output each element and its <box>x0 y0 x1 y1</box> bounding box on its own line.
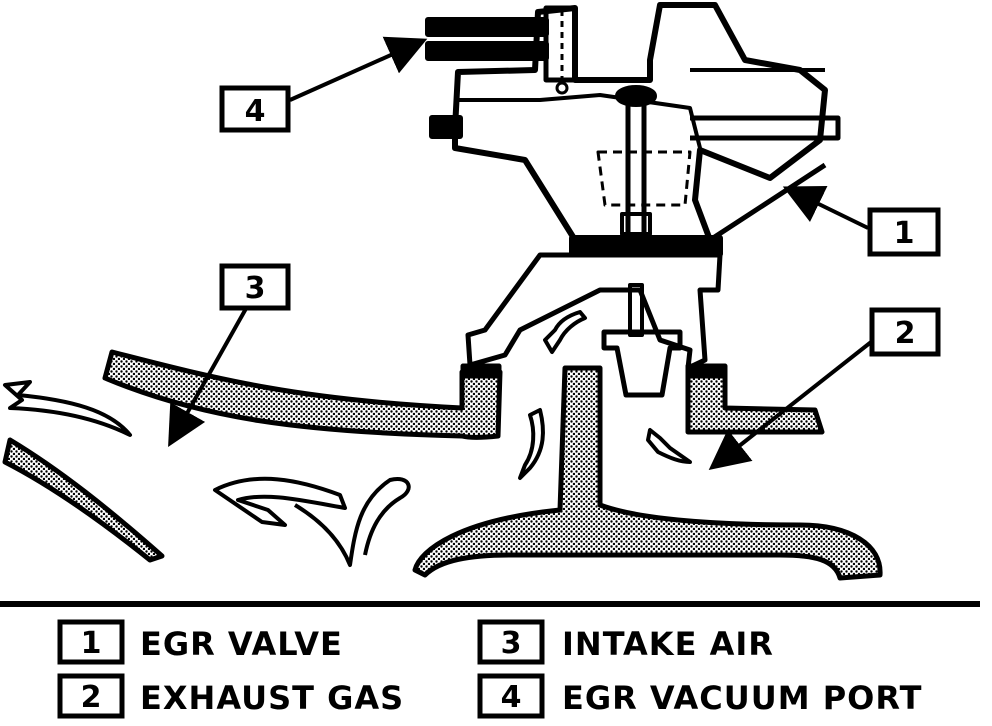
callout-box-4: 4 <box>219 85 291 133</box>
legend-text-1: EGR VALVE <box>140 625 343 663</box>
legend-item-3: 3 INTAKE AIR <box>477 619 774 665</box>
legend-num-1: 1 <box>81 626 102 661</box>
leader-3 <box>168 304 250 447</box>
egr-valve <box>425 2 841 398</box>
vacuum-port-tubes <box>425 5 578 95</box>
legend-item-2: 2 EXHAUST GAS <box>57 673 404 719</box>
valve-top-housing <box>452 2 828 243</box>
callout-box-3: 3 <box>219 263 291 311</box>
leader-4 <box>289 36 428 102</box>
exhaust-flow-arrow-2 <box>518 408 545 480</box>
callout-label-1: 1 <box>894 216 915 251</box>
leader-1 <box>782 186 869 230</box>
legend-num-2: 2 <box>81 680 102 715</box>
legend-item-4: 4 EGR VACUUM PORT <box>477 673 922 719</box>
legend-item-1: 1 EGR VALVE <box>57 619 343 665</box>
callout-box-1: 1 <box>867 207 941 257</box>
legend-text-2: EXHAUST GAS <box>140 679 404 717</box>
callout-label-2: 2 <box>895 316 916 351</box>
exhaust-flow-arrow-3 <box>646 428 692 464</box>
callout-leaders <box>168 36 882 470</box>
callout-label-4: 4 <box>245 94 266 129</box>
intake-lower-wall <box>2 437 165 563</box>
exhaust-channel <box>412 365 883 581</box>
valve-poppet <box>601 329 683 398</box>
legend-num-3: 3 <box>501 626 522 661</box>
exhaust-flow-arrow-1 <box>543 310 587 354</box>
legend-num-4: 4 <box>501 680 522 715</box>
intake-upper-wall <box>102 349 503 440</box>
legend: 1 EGR VALVE 2 EXHAUST GAS 3 INTAKE AIR 4… <box>57 619 922 719</box>
legend-text-3: INTAKE AIR <box>562 625 774 663</box>
intake-manifold <box>2 349 883 581</box>
legend-text-4: EGR VACUUM PORT <box>562 679 922 717</box>
callout-box-2: 2 <box>869 307 941 357</box>
callout-label-3: 3 <box>245 271 266 306</box>
intake-air-arrow-1 <box>3 380 132 437</box>
exhaust-right-wall <box>685 369 825 435</box>
leader-2 <box>708 333 882 470</box>
intake-air-arrow-2 <box>213 476 347 527</box>
flow-arrows <box>3 310 692 567</box>
intake-air-arrow-3 <box>293 477 411 567</box>
